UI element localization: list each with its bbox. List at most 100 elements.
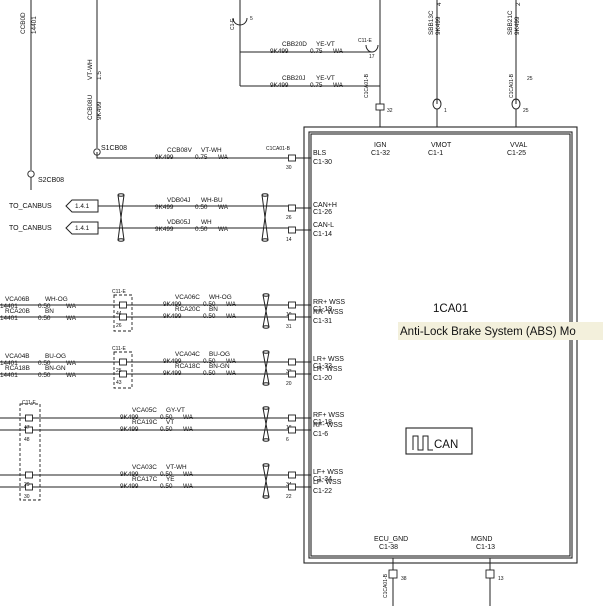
- canbus-ref: 1.4.1: [75, 225, 90, 232]
- top-pin-num: 25: [523, 108, 529, 114]
- wire-color: VT: [166, 419, 174, 426]
- inline-pin: [119, 358, 127, 366]
- wire-name: CBB20D: [282, 41, 307, 48]
- module-pin-num: 20: [286, 381, 292, 387]
- wire-code: 9K499: [163, 313, 182, 320]
- wss-twist: [262, 351, 270, 385]
- module-pin-code: C1-26: [313, 209, 332, 216]
- wss-twist: [262, 464, 270, 498]
- vertical-wire-code: 9K499: [435, 16, 442, 35]
- wss-twist-bottom: [262, 325, 270, 329]
- module-pin-20: [288, 370, 296, 378]
- wire-color: GY-VT: [166, 407, 185, 414]
- wire-gauge: 0.50: [38, 360, 51, 367]
- wire-gauge: 0.50: [160, 483, 173, 490]
- wire-color: WH: [201, 219, 212, 226]
- wire-gauge: 0.50: [195, 204, 208, 211]
- module-pin-18: [288, 414, 296, 422]
- inline-pin-num: 44: [116, 311, 122, 317]
- wire-name: VCA05C: [132, 407, 157, 414]
- wire-name: VCA06B: [5, 296, 30, 303]
- wss-twist-top: [262, 463, 270, 467]
- can-twist-left-top: [117, 193, 125, 197]
- bottom-pin-label: ECU_GND: [374, 536, 408, 543]
- top-pin-connector: [432, 98, 442, 110]
- wire-insulation: WA: [183, 426, 194, 433]
- wire-code: 9K499: [270, 82, 289, 89]
- vertical-wire-name: SBB21C: [507, 10, 514, 35]
- module-pin-label: BLS: [313, 150, 327, 157]
- can-twist-right-bottom: [261, 238, 269, 242]
- bottom-pin-code: C1-13: [476, 544, 495, 551]
- vertical-wire-code: 9K499: [96, 101, 103, 120]
- wire-code: 9K499: [155, 204, 174, 211]
- wire-color: BU-OG: [209, 351, 230, 358]
- wire-color: WH-OG: [45, 296, 68, 303]
- wire-gauge: 0.50: [160, 471, 173, 478]
- wire-code: 9K499: [155, 226, 174, 233]
- inline-pin-num: 29: [24, 482, 30, 488]
- module-inner-frame: [308, 131, 573, 559]
- module-pin-label: LR+ WSS: [313, 356, 344, 363]
- inline-pin: [25, 426, 33, 434]
- module-pin-22: [288, 483, 296, 491]
- vertical-wire-tag: 4: [436, 2, 443, 6]
- inline-pin: [119, 301, 127, 309]
- can-logo-waveform: [412, 435, 433, 451]
- module-pin-label: CAN-L: [313, 222, 334, 229]
- wire-insulation: WA: [333, 82, 344, 89]
- bottom-pin-num: 13: [498, 576, 504, 582]
- bottom-pin-code: C1-38: [379, 544, 398, 551]
- wss-twist: [262, 294, 270, 328]
- wire-color: BU-OG: [45, 353, 66, 360]
- module-pin-14: [288, 226, 296, 234]
- wire-gauge: 0.50: [203, 358, 216, 365]
- module-pin-label: LF+ WSS: [313, 469, 343, 476]
- c11e-top-name: C11-E: [358, 38, 372, 44]
- module-outer-frame: [303, 126, 578, 564]
- module-pin-code: C1-18: [313, 419, 332, 426]
- wire-color: WH-BU: [201, 197, 223, 204]
- vertical-wire-name: CCB08U: [87, 94, 94, 120]
- wire-gauge: 0.50: [203, 301, 216, 308]
- c1e-top-num: 5: [250, 16, 253, 22]
- module-name-highlight: [398, 322, 603, 340]
- inline-pin: [119, 370, 127, 378]
- wire-insulation: WA: [183, 471, 194, 478]
- wire-name: RCA18B: [5, 365, 30, 372]
- wire-code: 9K499: [163, 358, 182, 365]
- wss-twist-bottom: [262, 438, 270, 442]
- module-pin-34: [288, 471, 296, 479]
- top-pin-num: 32: [387, 108, 393, 114]
- wire-color: WH-OG: [209, 294, 232, 301]
- wire-color: BN-GN: [209, 363, 230, 370]
- wire-code: 9K499: [120, 471, 139, 478]
- module-pin-31: [288, 313, 296, 321]
- module-pin-num: 31: [286, 324, 292, 330]
- inline-pin-num: 43: [116, 380, 122, 386]
- inline-pin-num: 25: [116, 368, 122, 374]
- wire-gauge: 0.50: [38, 372, 51, 379]
- canbus-label: TO_CANBUS: [9, 225, 52, 232]
- c1e-top-connector: [232, 17, 248, 26]
- splice-s2cb08: [27, 170, 35, 178]
- wire-code: 9K499: [120, 483, 139, 490]
- wire-color: YE: [166, 476, 175, 483]
- bottom-pin-terminal: [485, 569, 495, 579]
- wire-insulation: WA: [66, 303, 77, 310]
- can-logo-text: CAN: [434, 439, 458, 451]
- module-pin-num: 14: [286, 237, 292, 243]
- wire-gauge: 0.75: [195, 154, 208, 161]
- module-pin-code: C1-33: [313, 363, 332, 370]
- inline-pin-num: 48: [24, 437, 30, 443]
- module-pin-code: C1-6: [313, 431, 328, 438]
- can-logo-frame: [405, 427, 473, 455]
- top-pin-connector: [511, 98, 521, 110]
- splice-name: S2CB08: [38, 177, 64, 184]
- bls-wire: [96, 152, 288, 159]
- splice-name: S1CB08: [101, 145, 127, 152]
- wire-gauge: 0.50: [38, 303, 51, 310]
- inline-connector-name: C11-E: [112, 346, 126, 352]
